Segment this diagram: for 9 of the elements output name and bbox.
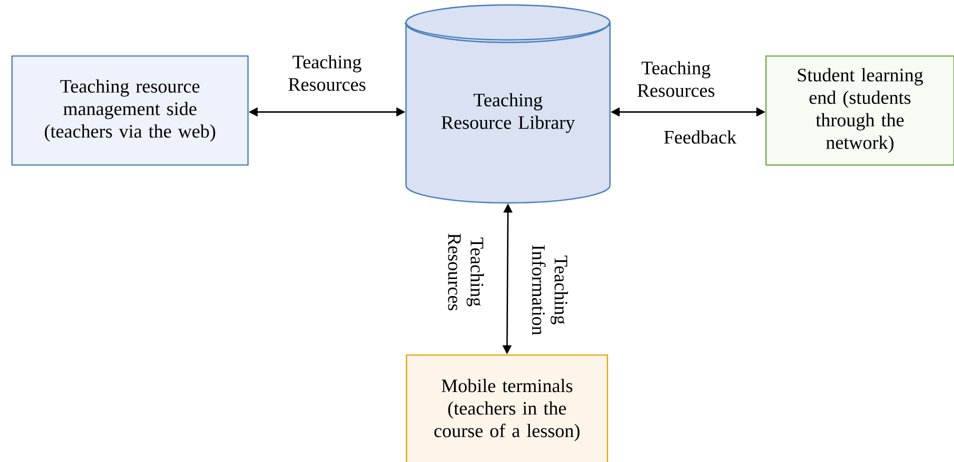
process-box: Teaching resource management side (teachers via the web) <box>11 55 249 166</box>
edge-label: Teaching Resources <box>288 55 366 91</box>
process-box: Student learning end (students through the network) <box>765 55 954 166</box>
flow-label: Teaching Information <box>532 245 568 336</box>
flow-label: Feedback <box>664 130 736 144</box>
database-cylinder: Teaching Resource Library <box>404 4 611 204</box>
process-box: Mobile terminals (teachers in the course of a lesson) <box>406 354 608 462</box>
edge-label: Teaching Resources <box>448 234 484 310</box>
edge-label: Teaching Resources <box>638 61 714 97</box>
